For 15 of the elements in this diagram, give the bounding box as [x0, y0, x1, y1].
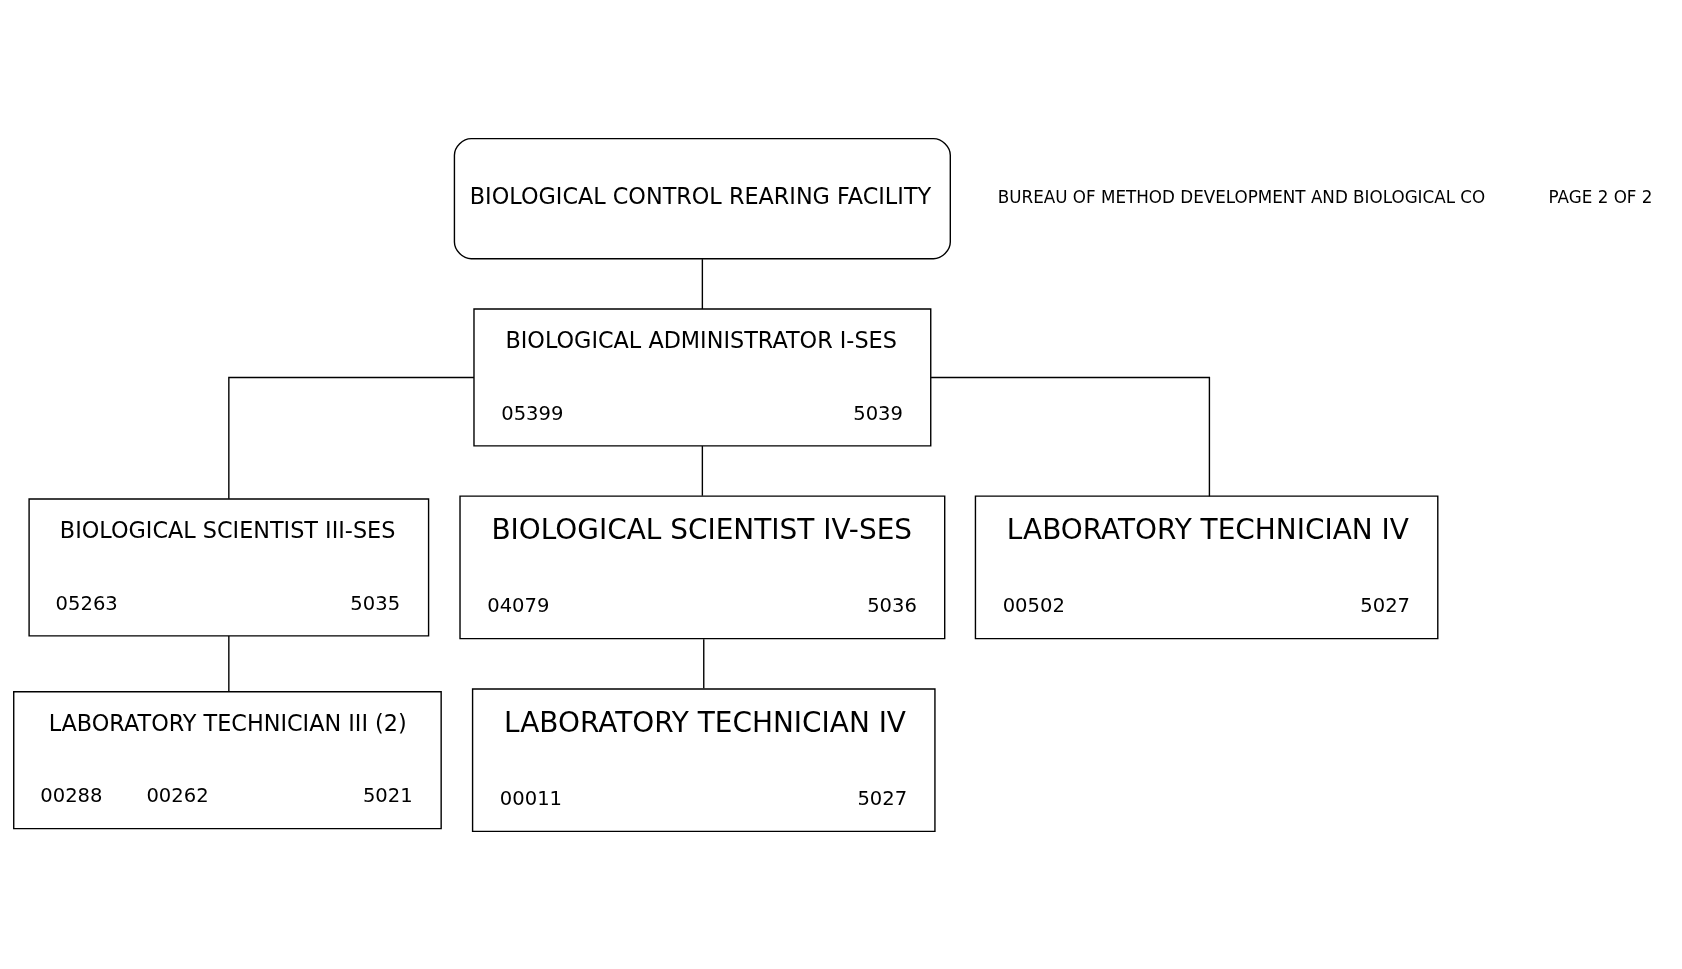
connector — [228, 634, 230, 692]
node-box: BIOLOGICAL ADMINISTRATOR I-SES 05399 5039 — [473, 307, 932, 447]
node-box: LABORATORY TECHNICIAN III (2) 00288 00262 5021 — [13, 690, 442, 829]
connector — [703, 638, 705, 689]
node-box: LABORATORY TECHNICIAN IV 00011 5027 — [471, 687, 936, 832]
connector — [701, 258, 704, 310]
node-box: LABORATORY TECHNICIAN IV 00502 5027 — [974, 494, 1439, 639]
connector — [228, 376, 475, 500]
connector — [701, 444, 704, 496]
node-box: BIOLOGICAL SCIENTIST IV-SES 04079 5036 — [459, 494, 946, 639]
node-box: BIOLOGICAL SCIENTIST III-SES 05263 5035 — [28, 497, 430, 637]
connector — [930, 376, 1211, 497]
node-box: BIOLOGICAL CONTROL REARING FACILITY — [453, 137, 951, 259]
label: PAGE 2 OF 2 — [1548, 186, 1653, 207]
label: BUREAU OF METHOD DEVELOPMENT AND BIOLOGICAL CO — [997, 186, 1486, 207]
